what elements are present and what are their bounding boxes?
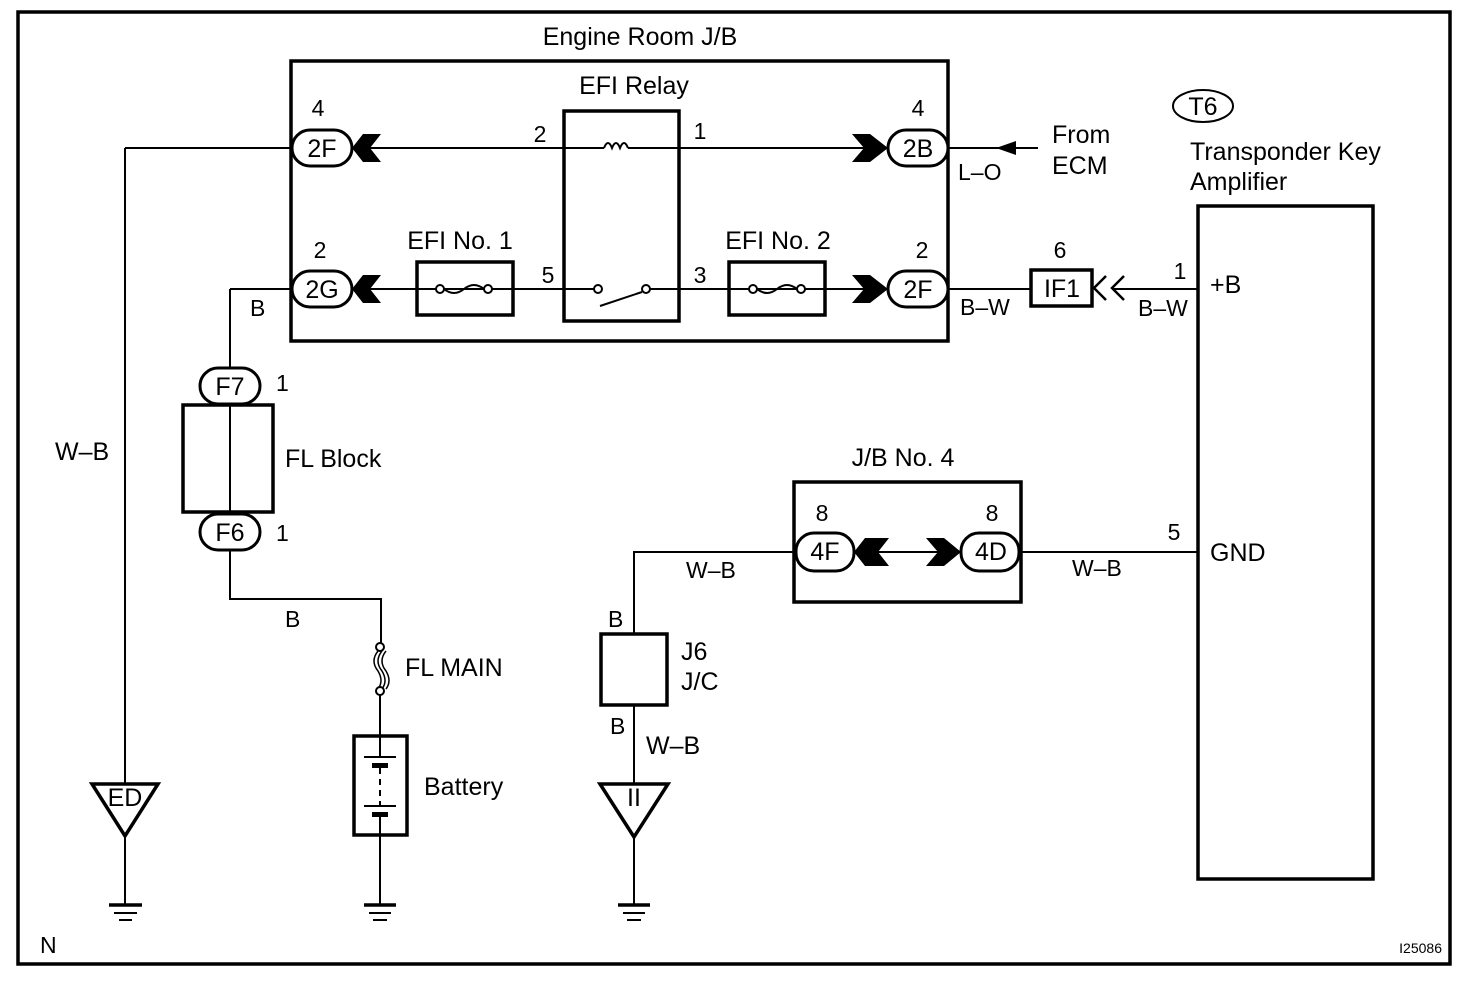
battery: Battery: [352, 734, 504, 837]
connector-f6-code: F6: [215, 519, 244, 547]
connector-arrow-icon: [926, 538, 961, 566]
ground-icon: [364, 903, 396, 921]
diagram-frame: [16, 10, 1452, 966]
ground-ed-label: ED: [108, 784, 143, 812]
fl-main-label: FL MAIN: [405, 654, 503, 682]
efi-no1-label: EFI No. 1: [407, 227, 513, 255]
relay-pin-3: 3: [694, 262, 707, 288]
connector-f6-pin: 1: [276, 520, 289, 546]
figure-id: I25086: [1399, 940, 1442, 956]
from-ecm: From ECM L–O: [948, 121, 1110, 185]
connector-arrow-icon: [352, 134, 381, 162]
arrow-left-icon: [996, 141, 1016, 155]
jb-no4: J/B No. 4 8 4F 8 4D: [792, 444, 1023, 604]
connector-if1-code: IF1: [1044, 275, 1080, 303]
ground-icon: [109, 903, 142, 921]
connector-arrow-icon: [854, 538, 889, 566]
wire-color-b-top: B: [250, 295, 265, 321]
fuse-icon: [443, 284, 485, 294]
connector-2f-bottom-pin: 2: [916, 237, 929, 263]
ground-icon: [618, 903, 650, 921]
fuse-icon: [756, 284, 798, 294]
fl-block-box: [181, 403, 275, 514]
transponder-pin-gnd-label: GND: [1210, 539, 1266, 567]
fl-block: F7 1 FL Block F6 1: [181, 366, 382, 552]
transponder-pin-1: 1: [1174, 258, 1187, 284]
wire-color-b-j6-bottom: B: [610, 713, 625, 739]
relay-pin-2: 2: [534, 121, 547, 147]
wire-color-lo: L–O: [958, 159, 1001, 185]
j6-junction-connector: B J6 J/C B W–B: [599, 606, 719, 760]
connector-f7-pin: 1: [276, 370, 289, 396]
fl-main-fusible-link-icon: [373, 642, 390, 696]
connector-2g-pin: 2: [314, 237, 327, 263]
transponder-title-line1: Transponder Key: [1190, 138, 1381, 166]
connector-2f-top-code: 2F: [307, 135, 336, 163]
wire-color-wb-jb4-left: W–B: [686, 557, 736, 583]
connector-t6-code: T6: [1188, 93, 1217, 121]
transponder-box: [1196, 204, 1375, 881]
connector-2g-code: 2G: [305, 276, 338, 304]
connector-4d-code: 4D: [975, 538, 1007, 566]
j6-label-line2: J/C: [681, 668, 719, 696]
wire-color-b-bottom: B: [285, 606, 300, 632]
relay-pin-1: 1: [694, 118, 707, 144]
transponder-key-amplifier: T6 Transponder Key Amplifier +B GND 5: [1168, 89, 1381, 881]
wire-color-wb-jb4-right: W–B: [1072, 555, 1122, 581]
connector-if1: [1029, 268, 1094, 308]
transponder-title-line2: Amplifier: [1190, 168, 1287, 196]
engine-room-jb: Engine Room J/B EFI Relay 2 1 4 2F 4 2B …: [289, 23, 950, 343]
ground-point-ii: [596, 782, 672, 841]
corner-label: N: [40, 932, 57, 958]
wire-color-bw-left: B–W: [960, 294, 1010, 320]
connector-chevron-icon: [1092, 275, 1107, 301]
j6-label-line1: J6: [681, 638, 707, 666]
efi-relay-title: EFI Relay: [579, 72, 689, 100]
connector-2b-code: 2B: [903, 135, 934, 163]
transponder-pin-b-label: +B: [1210, 271, 1241, 299]
transponder-pin-5: 5: [1168, 519, 1181, 545]
connector-f7-code: F7: [215, 373, 244, 401]
relay-coil-icon: [603, 142, 629, 151]
connector-arrow-icon: [852, 275, 888, 303]
relay-switch-icon: [599, 291, 643, 307]
if1-pin: 6: [1054, 237, 1067, 263]
relay-pin-5: 5: [542, 262, 555, 288]
battery-label: Battery: [424, 773, 504, 801]
wire-color-b-j6-top: B: [608, 606, 623, 632]
engine-room-jb-title: Engine Room J/B: [543, 23, 738, 51]
connector-4d: [959, 531, 1021, 573]
j6-box: [599, 632, 669, 707]
from-ecm-line2: ECM: [1052, 152, 1108, 180]
connector-2b-pin: 4: [912, 95, 925, 121]
fl-block-label: FL Block: [285, 445, 382, 473]
connector-arrow-icon: [852, 134, 888, 162]
wire-color-wb-left: W–B: [55, 438, 109, 466]
ground-point-ed: [88, 782, 162, 840]
connector-4d-pin: 8: [986, 500, 999, 526]
wire-color-bw-right: B–W: [1138, 295, 1188, 321]
jb-no4-title: J/B No. 4: [852, 444, 955, 472]
connector-2f-top-pin: 4: [312, 95, 325, 121]
from-ecm-line1: From: [1052, 121, 1110, 149]
wire-color-wb-j6-bottom: W–B: [646, 732, 700, 760]
connector-arrow-icon: [352, 275, 381, 303]
connector-4f-code: 4F: [810, 538, 839, 566]
connector-2f-bottom-code: 2F: [903, 276, 932, 304]
efi-no2-label: EFI No. 2: [725, 227, 831, 255]
connector-4f-pin: 8: [816, 500, 829, 526]
connector-t6: [1172, 89, 1234, 123]
ground-ii-label: II: [627, 784, 641, 812]
